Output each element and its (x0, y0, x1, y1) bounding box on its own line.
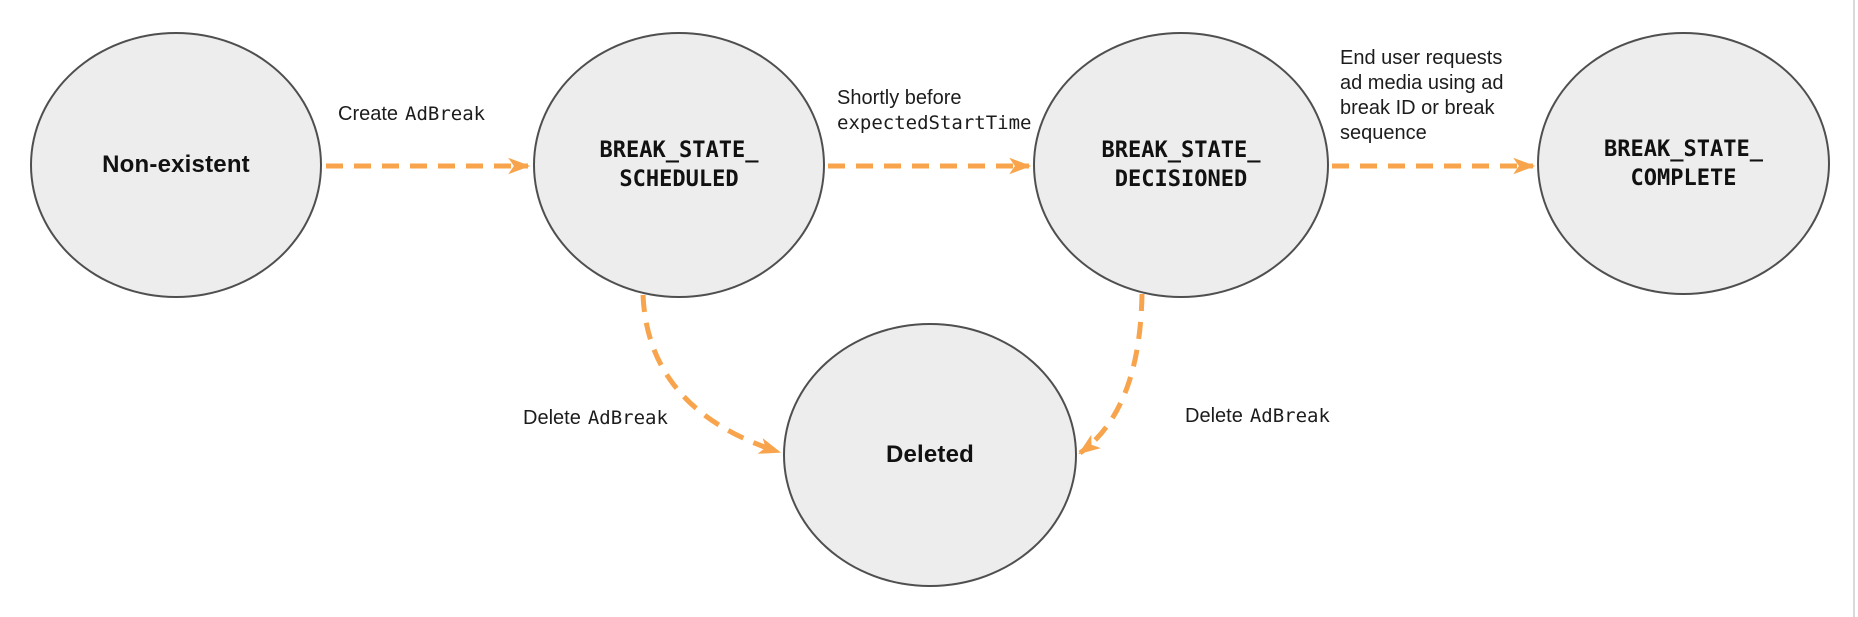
edge-label-delete-adbreak-right: Delete AdBreak (1185, 404, 1330, 429)
edge-label-delete-adbreak-left: Delete AdBreak (523, 406, 668, 431)
node-deleted: Deleted (783, 323, 1077, 587)
edge-label-create-code: AdBreak (405, 103, 486, 125)
state-name-line1: BREAK_STATE_ (1101, 138, 1261, 163)
node-non-existent-label: Non-existent (102, 151, 250, 178)
edge-label-delete-left-text: Delete (523, 407, 581, 429)
state-name-line2: DECISIONED (1114, 167, 1248, 192)
edge-decisioned-to-deleted-arrow (1078, 293, 1145, 456)
node-non-existent: Non-existent (30, 32, 322, 298)
edge-label-delete-right-text: Delete (1185, 405, 1243, 427)
node-break-state-decisioned-label: BREAK_STATE_ DECISIONED (1102, 136, 1261, 194)
edge-label-shortly-before-text: Shortly before (837, 87, 962, 109)
node-break-state-scheduled-label: BREAK_STATE_ SCHEDULED (600, 136, 759, 194)
edge-label-end-user-line3: break ID or break (1340, 97, 1495, 119)
edge-label-shortly-before: Shortly before expectedStartTime (837, 86, 1031, 136)
node-break-state-complete: BREAK_STATE_ COMPLETE (1537, 32, 1830, 295)
edge-label-end-user-requests: End user requests ad media using ad brea… (1340, 46, 1503, 146)
node-break-state-complete-label: BREAK_STATE_ COMPLETE (1604, 135, 1763, 193)
state-name-line1: BREAK_STATE_ (1604, 136, 1763, 162)
edge-label-expected-start-time-code: expectedStartTime (837, 112, 1032, 134)
edge-label-create-adbreak: Create AdBreak (338, 102, 485, 127)
page-edge-divider (1853, 0, 1855, 617)
state-name-line1: BREAK_STATE_ (599, 138, 759, 163)
edge-label-end-user-line1: End user requests (1340, 47, 1503, 69)
node-deleted-label: Deleted (885, 441, 975, 468)
edge-label-delete-left-code: AdBreak (587, 407, 668, 429)
state-name-line2: SCHEDULED (619, 167, 739, 192)
edge-label-end-user-line2: ad media using ad (1340, 72, 1504, 94)
edge-label-end-user-line4: sequence (1340, 122, 1427, 144)
state-name-line2: COMPLETE (1630, 165, 1737, 191)
edge-label-create-text: Create (338, 103, 399, 125)
edge-label-delete-right-code: AdBreak (1249, 405, 1330, 427)
node-break-state-decisioned: BREAK_STATE_ DECISIONED (1033, 32, 1329, 298)
node-break-state-scheduled: BREAK_STATE_ SCHEDULED (533, 32, 825, 298)
